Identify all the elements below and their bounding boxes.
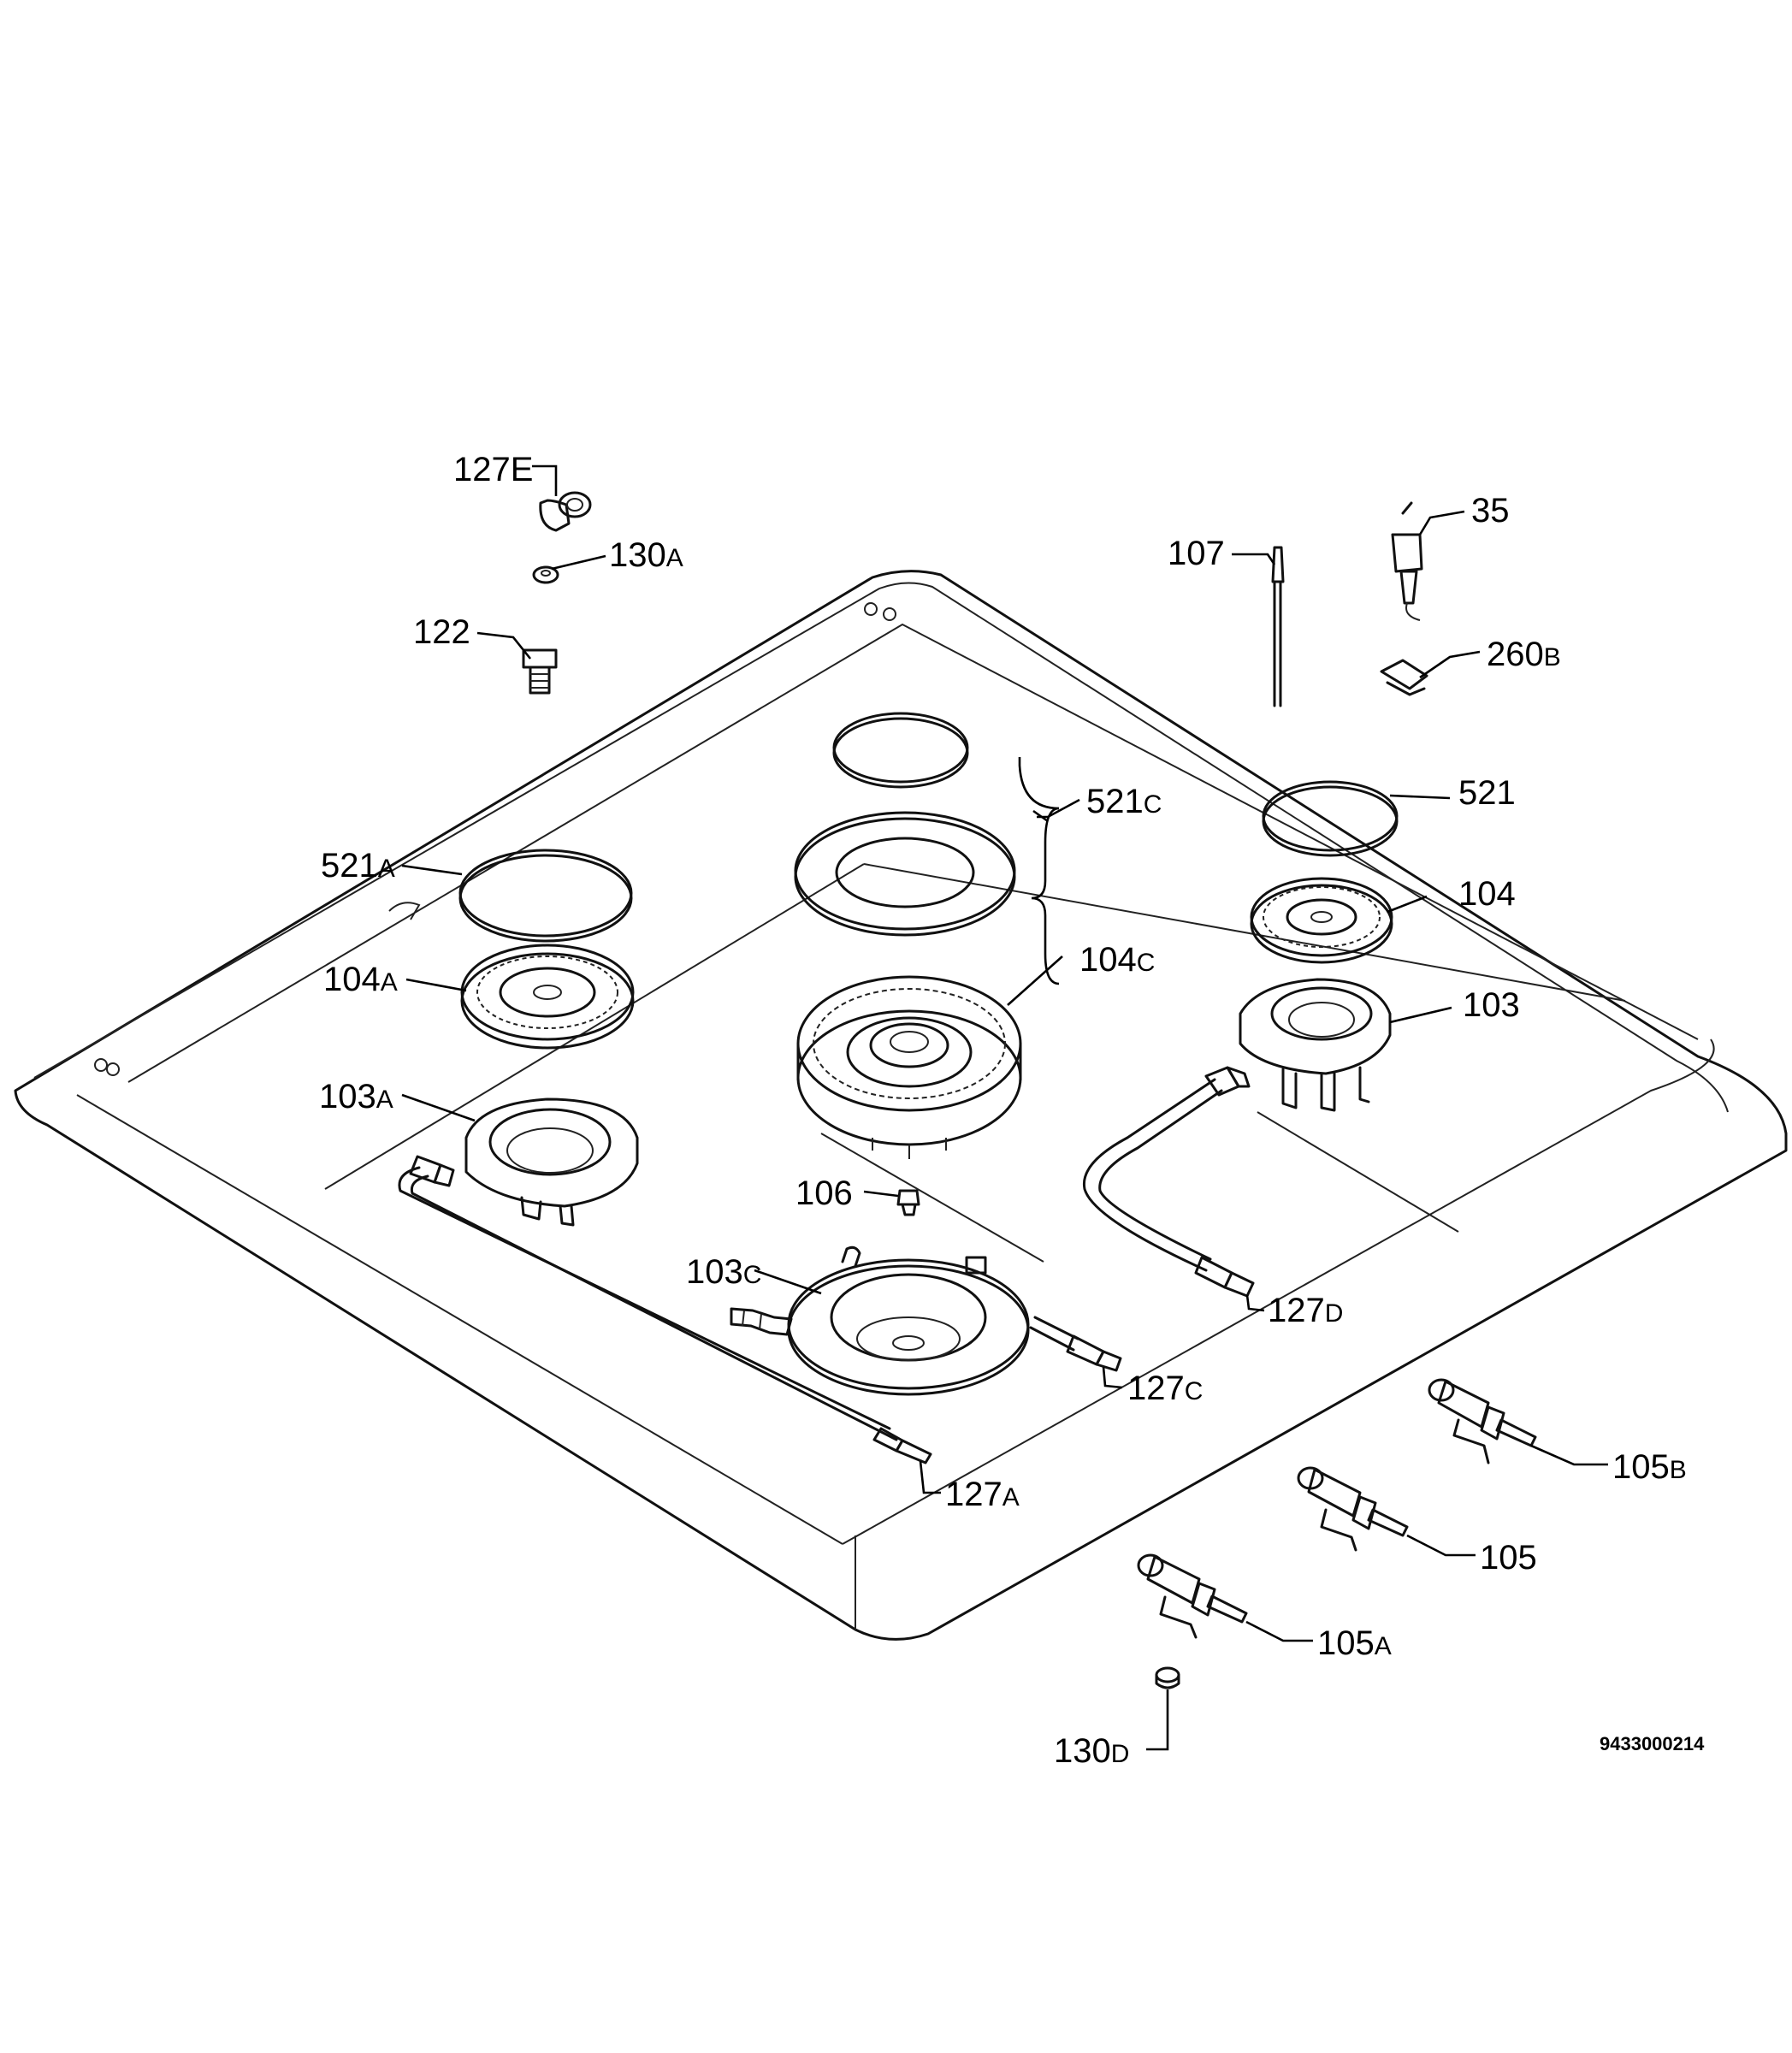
label-127c: 127C: [1127, 1370, 1203, 1407]
elbow-127e: [539, 491, 592, 532]
flame-spreader-104: [1250, 877, 1393, 964]
gas-valve-105b: [1428, 1378, 1537, 1464]
burner-body-103c: [787, 1245, 1030, 1396]
leader-lines: [401, 464, 1608, 1751]
label-127d: 127D: [1268, 1292, 1343, 1329]
injector-106: [896, 1189, 920, 1216]
clip-260b: [1380, 659, 1428, 696]
label-107: 107: [1168, 535, 1225, 572]
label-130a: 130A: [609, 536, 683, 574]
document-code: 9433000214: [1600, 1733, 1705, 1754]
label-122: 122: [413, 613, 470, 651]
gas-pipe-127d: [1082, 1066, 1255, 1298]
label-260b: 260B: [1487, 636, 1561, 673]
burner-body-103a: [464, 1097, 639, 1227]
gas-pipe-127a: [398, 1155, 932, 1464]
label-35: 35: [1471, 492, 1510, 530]
nut-130d: [1155, 1666, 1180, 1689]
flame-spreader-104a: [460, 944, 635, 1050]
burner-cap-521a: [458, 849, 633, 943]
connector-122: [522, 648, 558, 695]
label-106: 106: [795, 1174, 853, 1212]
burner-cap-521c-small: [832, 712, 969, 789]
label-103c: 103C: [686, 1253, 761, 1291]
washer-130a: [532, 565, 559, 584]
label-103a: 103A: [319, 1078, 393, 1115]
label-104c: 104C: [1079, 941, 1155, 979]
flame-spreader-104c: [796, 975, 1022, 1159]
label-104a: 104A: [323, 961, 398, 998]
label-130d: 130D: [1054, 1732, 1129, 1770]
gas-valve-105a: [1137, 1553, 1248, 1639]
label-127e: 127E: [453, 451, 533, 488]
injector-fitting: [730, 1307, 793, 1336]
burner-cap-521c-ring: [794, 811, 1016, 937]
thermocouple-107: [1271, 546, 1285, 707]
callout-labels: 127E 130A 122 107 35 260B 521C 521 521A …: [319, 451, 1687, 1770]
label-521: 521: [1458, 774, 1516, 812]
label-105: 105: [1480, 1539, 1537, 1577]
spark-electrode-35: [1391, 501, 1423, 621]
label-105b: 105B: [1612, 1448, 1687, 1486]
label-521c: 521C: [1086, 783, 1162, 820]
label-104: 104: [1458, 875, 1516, 913]
burner-body-103: [1239, 978, 1392, 1112]
gas-pipe-127c: [1029, 1316, 1122, 1372]
label-105a: 105A: [1317, 1624, 1392, 1662]
hob-plate: [14, 570, 1788, 1641]
gas-valve-105: [1297, 1466, 1409, 1552]
label-127a: 127A: [945, 1476, 1020, 1513]
label-103: 103: [1463, 986, 1520, 1024]
burner-cap-521: [1262, 780, 1399, 857]
label-521a: 521A: [321, 847, 395, 885]
